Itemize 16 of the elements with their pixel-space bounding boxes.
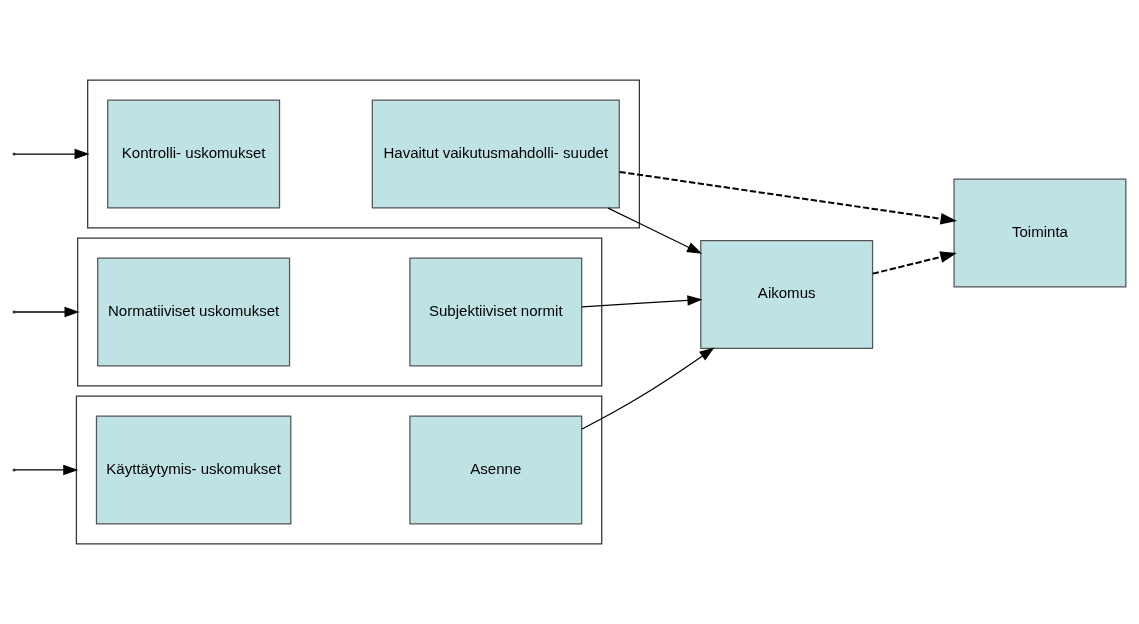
node-box: Käyttäytymis- uskomukset (95, 415, 292, 525)
arrow (619, 170, 958, 225)
node-box: Asenne (409, 415, 583, 525)
arrow (581, 295, 703, 308)
node-box: Aikomus (700, 239, 874, 349)
cluster (77, 237, 603, 387)
node-box: Subjektiiviset normit (409, 257, 583, 367)
cluster (87, 79, 640, 229)
cluster (75, 395, 603, 545)
node-box: Kontrolli- uskomukset (107, 99, 281, 209)
arrow (581, 347, 715, 430)
arrow (872, 251, 957, 275)
node-box: Toiminta (953, 178, 1127, 288)
arrow (607, 207, 703, 254)
node-box: Havaitut vaikutusmahdolli- suudet (371, 99, 620, 209)
node-box: Normatiiviset uskomukset (97, 257, 291, 367)
